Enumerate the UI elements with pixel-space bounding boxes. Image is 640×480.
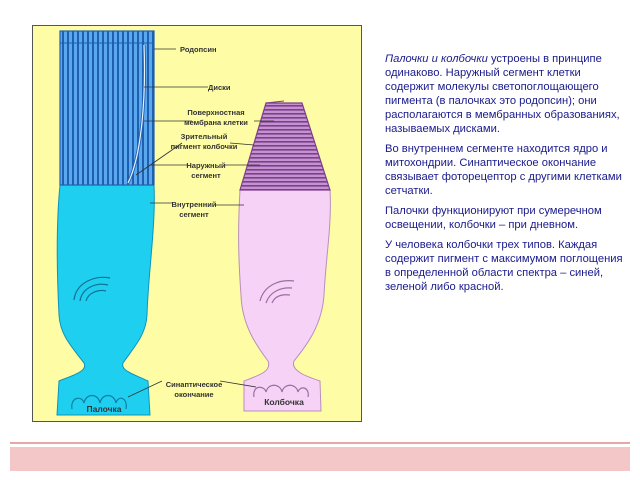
rod-synaptic-bumps: [71, 394, 127, 410]
rod-mitochondria: [73, 276, 111, 301]
label-rhodopsin: Родопсин: [180, 45, 216, 54]
rod-outer-segment: [59, 30, 155, 186]
photoreceptor-diagram: Родопсин Диски Поверхностная мембрана кл…: [32, 25, 362, 422]
cone-inner-segment: [238, 189, 331, 412]
label-outer-segment-2: сегмент: [191, 171, 221, 180]
label-inner-segment-2: сегмент: [179, 210, 209, 219]
paragraph-1-text: устроены в принципе одинаково. Наружный …: [385, 53, 620, 135]
cone-membrane-edge: [265, 100, 285, 104]
paragraph-1: Палочки и колбочки устроены в принципе о…: [385, 52, 630, 136]
label-membrane-2: мембрана клетки: [184, 118, 248, 127]
rod-inner-segment: [56, 184, 155, 416]
label-membrane-1: Поверхностная: [187, 108, 244, 117]
rod-membrane-fold-inner: [127, 44, 146, 184]
paragraph-4: У человека колбочки трех типов. Каждая с…: [385, 239, 623, 293]
cone-outer-segment: [239, 102, 331, 191]
label-rod: Палочка: [86, 404, 121, 414]
leader-lines: [127, 48, 274, 398]
paragraph-1-italic: Палочки и колбочки: [385, 53, 488, 65]
label-inner-segment-1: Внутренний: [172, 200, 217, 209]
label-outer-segment-1: Наружный: [186, 161, 226, 170]
description-text: Палочки и колбочки устроены в принципе о…: [385, 52, 630, 300]
paragraph-2: Во внутреннем сегменте находится ядро и …: [385, 143, 622, 197]
footer-divider: [10, 442, 630, 444]
cone-synaptic-bumps: [253, 384, 309, 398]
label-pigment-2: пигмент колбочки: [171, 142, 238, 151]
label-discs: Диски: [208, 83, 231, 92]
rod-mitochondria: [79, 283, 109, 302]
label-pigment-1: Зрительный: [181, 132, 228, 141]
label-synaptic-1: Синаптическое: [166, 380, 223, 389]
label-cone: Колбочка: [264, 397, 304, 407]
cone-mitochondria: [265, 287, 293, 304]
footer-bar: [10, 447, 630, 471]
cone-mitochondria: [259, 280, 295, 302]
label-synaptic-2: окончание: [174, 390, 213, 399]
paragraph-3: Палочки функционируют при сумеречном осв…: [385, 205, 602, 231]
cone-mitochondria: [271, 294, 291, 304]
rod-mitochondria: [85, 289, 107, 302]
